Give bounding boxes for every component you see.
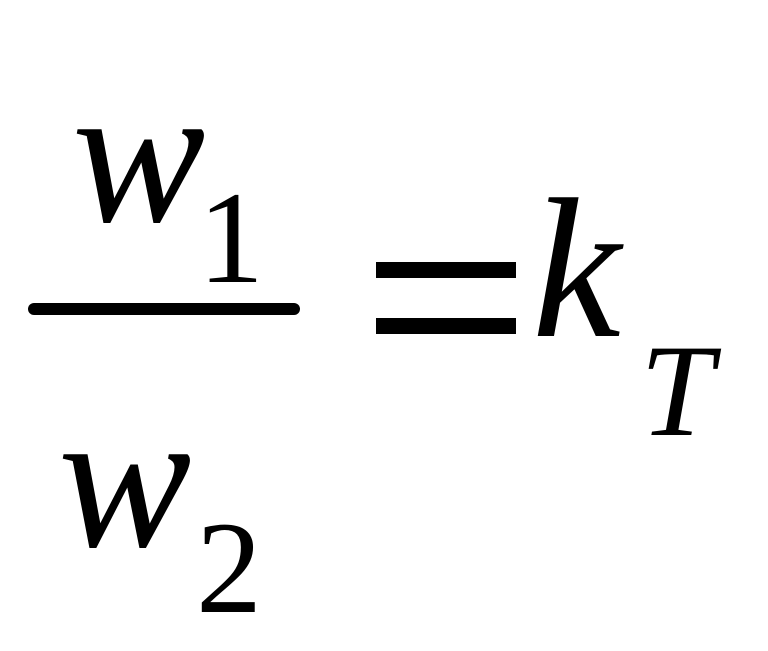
numerator-subscript: 1 (198, 164, 264, 311)
fraction-bar (28, 303, 300, 315)
denominator-subscript: 2 (196, 494, 262, 641)
right-side-symbol: k (532, 159, 621, 380)
equals-bottom-stroke (376, 318, 516, 334)
numerator-symbol: w (72, 44, 206, 265)
right-side-subscript: T (640, 317, 714, 464)
equals-top-stroke (376, 262, 516, 278)
denominator-symbol: w (58, 369, 192, 590)
